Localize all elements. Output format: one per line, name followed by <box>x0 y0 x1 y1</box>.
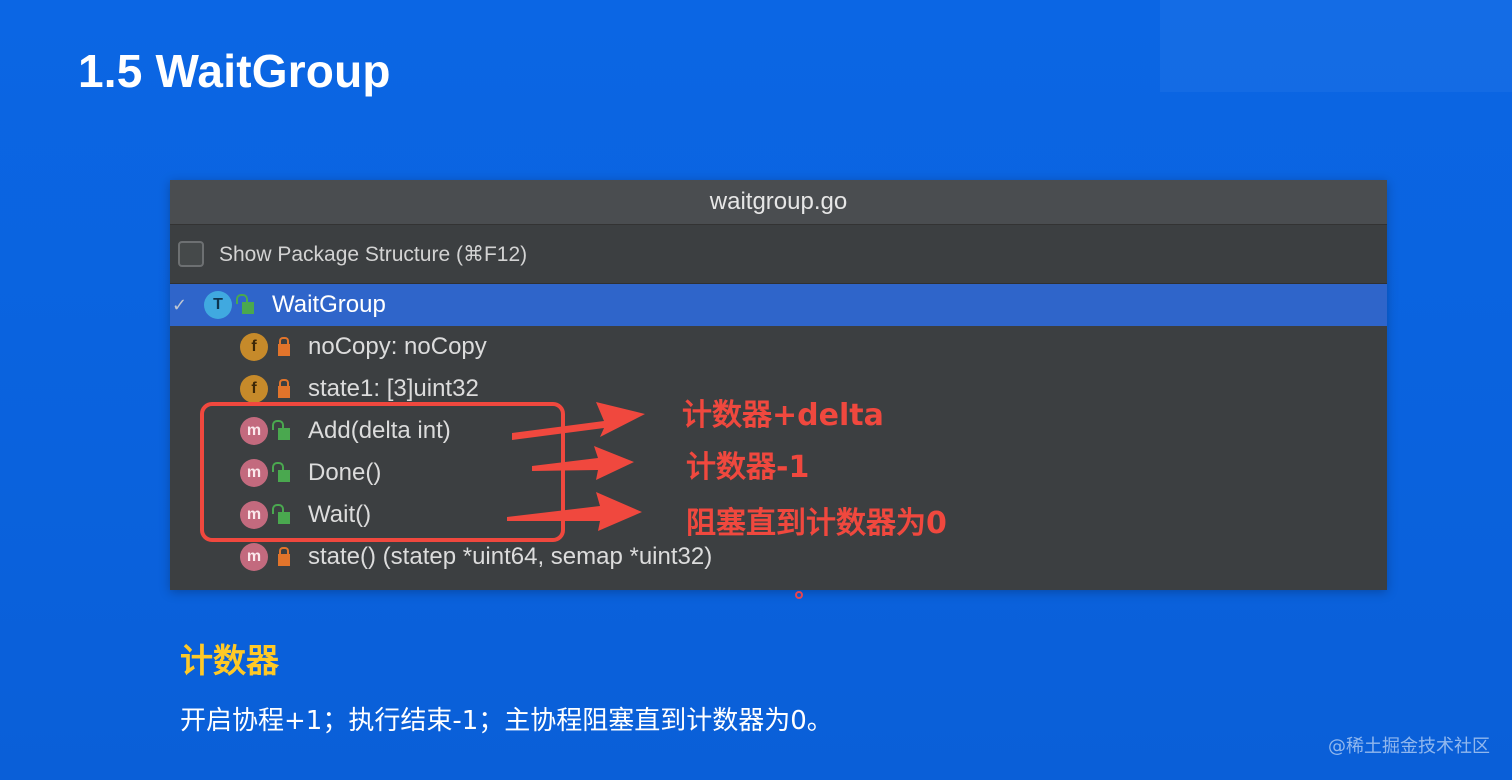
tree-item-wait[interactable]: m Wait() <box>170 494 1387 536</box>
tree-item-nocopy[interactable]: f noCopy: noCopy <box>170 326 1387 368</box>
annotation-done: 计数器-1 <box>686 450 810 485</box>
highlight-box <box>200 402 565 542</box>
annotation-add: 计数器+delta <box>682 398 884 433</box>
tree-item-state[interactable]: m state() (statep *uint64, semap *uint32… <box>170 536 1387 578</box>
field-icon: f <box>240 333 268 361</box>
arrow-wait <box>507 492 642 531</box>
tree-item-label: noCopy: noCopy <box>308 333 487 360</box>
popup-title: waitgroup.go <box>170 180 1387 225</box>
slide-title: 1.5 WaitGroup <box>78 45 391 97</box>
chevron-down-icon[interactable]: ✓ <box>172 294 188 315</box>
arrow-done <box>532 446 634 480</box>
tree-item-waitgroup[interactable]: ✓ T WaitGroup <box>170 284 1387 326</box>
tree-item-label: WaitGroup <box>272 291 386 318</box>
public-lock-icon <box>236 294 254 314</box>
tree-item-add[interactable]: m Add(delta int) <box>170 410 1387 452</box>
type-icon: T <box>204 291 232 319</box>
tree-item-done[interactable]: m Done() <box>170 452 1387 494</box>
watermark: @稀土掘金技术社区 <box>1328 736 1490 757</box>
public-lock-icon <box>272 420 290 440</box>
tree-item-label: state1: [3]uint32 <box>308 375 479 402</box>
pointer-indicator <box>795 591 803 599</box>
structure-tree: ✓ T WaitGroup f noCopy: noCopy f state1:… <box>170 284 1387 578</box>
private-lock-icon <box>278 547 290 566</box>
field-icon: f <box>240 375 268 403</box>
section-body: 开启协程+1；执行结束-1；主协程阻塞直到计数器为0。 <box>180 706 833 736</box>
private-lock-icon <box>278 379 290 398</box>
show-package-structure-row[interactable]: Show Package Structure (⌘F12) <box>170 225 1387 284</box>
arrow-add <box>512 402 645 440</box>
tree-item-state1[interactable]: f state1: [3]uint32 <box>170 368 1387 410</box>
tree-item-label: state() (statep *uint64, semap *uint32) <box>308 543 713 570</box>
show-package-checkbox[interactable] <box>178 241 204 267</box>
private-lock-icon <box>278 337 290 356</box>
method-icon: m <box>240 501 268 529</box>
show-package-label: Show Package Structure (⌘F12) <box>219 242 528 266</box>
annotation-wait: 阻塞直到计数器为0 <box>686 506 947 541</box>
tree-item-label: Done() <box>308 459 382 486</box>
method-icon: m <box>240 417 268 445</box>
method-icon: m <box>240 459 268 487</box>
tree-item-label: Wait() <box>308 501 372 528</box>
public-lock-icon <box>272 462 290 482</box>
tree-item-label: Add(delta int) <box>308 417 451 444</box>
section-heading: 计数器 <box>180 641 279 680</box>
public-lock-icon <box>272 504 290 524</box>
corner-overlay <box>1160 0 1512 92</box>
structure-popup: waitgroup.go Show Package Structure (⌘F1… <box>170 180 1387 590</box>
method-icon: m <box>240 543 268 571</box>
